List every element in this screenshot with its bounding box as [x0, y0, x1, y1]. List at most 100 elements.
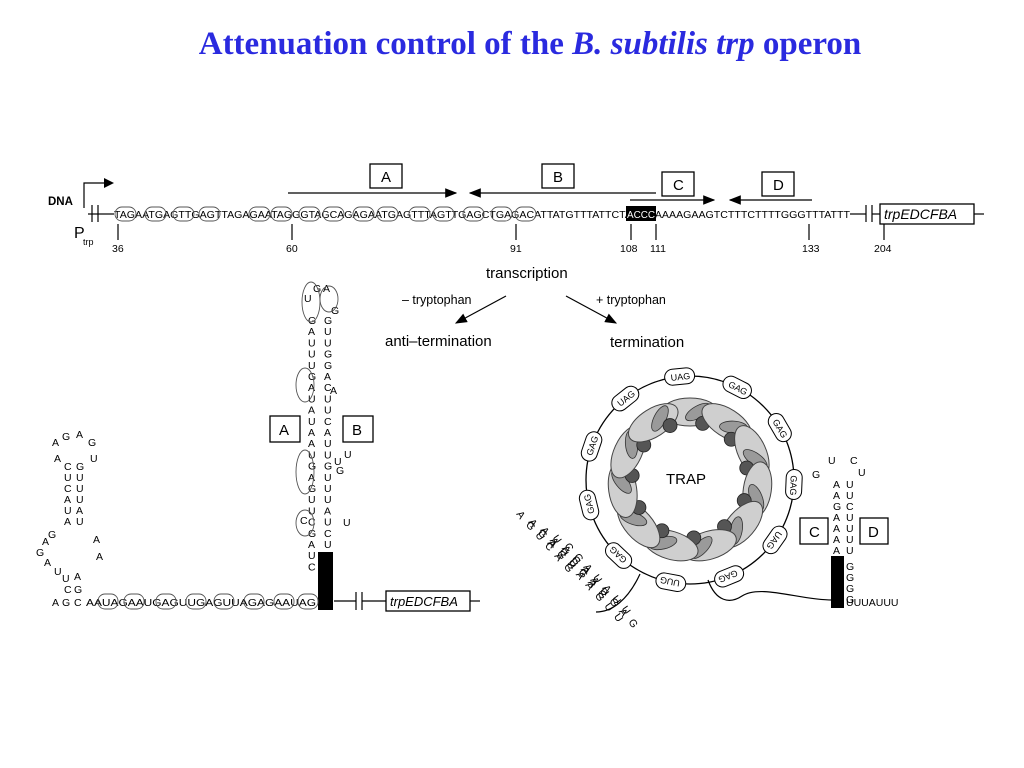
lh-stem-right: A [76, 505, 83, 517]
stem-nt-left: C [308, 517, 316, 529]
lh-nt: A [44, 557, 51, 569]
stem-nt-left: U [308, 449, 316, 461]
lh-nt: G [48, 529, 56, 541]
term-stem-right: U [846, 512, 854, 524]
region-box-a [369, 163, 403, 189]
term-stem-right: U [846, 534, 854, 546]
anti-repeat-pill [123, 593, 145, 610]
lh-nt: A [93, 534, 100, 546]
term-stem-left: A [833, 545, 840, 557]
stem-nt-left: G [308, 315, 316, 327]
pos-36: 36 [112, 243, 124, 255]
arrow-plus-trp [565, 295, 618, 324]
stem-nt-left: A [308, 405, 315, 417]
anti-repeat-pill [243, 593, 265, 610]
slide-title: Attenuation control of the B. subtilis t… [0, 26, 1024, 63]
loop-nt: G [331, 305, 339, 317]
trap-repeat-label: UUG [659, 575, 681, 589]
stem-nt-right: U [324, 405, 332, 417]
lh-stem-right: U [76, 483, 84, 495]
loose-nt: G [626, 617, 641, 631]
stem-pill [295, 367, 315, 403]
trap-repeat-label: UAG [670, 371, 690, 383]
dna-pills [114, 206, 537, 222]
trap-repeat-pill [714, 565, 745, 588]
anti-repeat-pill [297, 593, 319, 610]
promoter-label: P [74, 225, 85, 242]
lh-nt: G [62, 431, 70, 443]
loose-nt: A [514, 509, 528, 522]
pos-133: 133 [802, 243, 820, 255]
dna-strip: DNA P trp TAGAATGAGTTGAGTTAGAGAATAGGGTAG… [48, 178, 984, 255]
stem-nt-right: A [324, 427, 331, 439]
repeat-pill [322, 206, 345, 222]
bulge-nt: A [330, 385, 337, 397]
lh-nt: A [74, 571, 81, 583]
lh-stem-right: U [76, 494, 84, 506]
anti-pills [97, 593, 319, 610]
promoter-subscript: trp [83, 237, 94, 247]
stem-nt-right: A [324, 371, 331, 383]
stem-nt-right: G [324, 349, 332, 361]
stem-nt-left: U [308, 393, 316, 405]
repeat-pill [490, 206, 513, 222]
lh-stem-left: A [64, 516, 71, 528]
term-bottom-sequence: UUUAUUU [846, 597, 899, 609]
region-label-b: B [553, 169, 563, 186]
lh-nt: G [62, 597, 70, 609]
trap-repeat-pill [767, 413, 792, 443]
transcription-label: transcription [486, 265, 568, 282]
repeat-pill [248, 206, 271, 222]
term-stem-right: U [846, 545, 854, 557]
stem-nt-right: U [324, 449, 332, 461]
region-label-a: A [381, 169, 391, 186]
trap-label: TRAP [666, 471, 706, 488]
stem-nt-left: U [308, 360, 316, 372]
lh-nt: A [52, 437, 59, 449]
term-stem-right: U [846, 479, 854, 491]
trap-repeat-pill [605, 542, 633, 569]
promoter-arrow [83, 182, 108, 208]
title-italic-organism: B. subtilis trp [572, 26, 755, 62]
lh-nt: G [36, 547, 44, 559]
term-stem-left: A [833, 523, 840, 535]
anti-accc-block [318, 552, 333, 610]
stem-nt-right: U [324, 472, 332, 484]
term-stem-right: G [846, 594, 854, 606]
repeat-pill [408, 206, 431, 222]
dna-positions: 36 60 91 108 111 133 204 [112, 224, 892, 255]
term-stem-right: C [846, 501, 854, 513]
rna-tail-right [707, 579, 833, 601]
anti-repeat-pill [185, 593, 207, 610]
term-loop-nt: U [858, 467, 866, 479]
bulge-nt: U [344, 449, 352, 461]
anti-repeat-pill [97, 593, 119, 610]
term-stem-right: G [846, 583, 854, 595]
trap-repeat-pill [655, 572, 687, 593]
anti-repeat-pill [273, 593, 295, 610]
lh-stem-right: G [76, 461, 84, 473]
term-label-c: C [809, 524, 820, 541]
title-part-3: operon [754, 26, 862, 62]
term-stem-left: G [833, 501, 841, 513]
stem-nt-left: U [308, 349, 316, 361]
loop-nt: U [304, 293, 312, 305]
stem-nt-right: A [324, 505, 331, 517]
lh-nt: A [42, 536, 49, 548]
stem-nt-left: A [308, 427, 315, 439]
accc-highlight [626, 206, 656, 221]
stem-nt-left: G [308, 461, 316, 473]
lh-nt: U [90, 453, 98, 465]
repeat-pill [172, 206, 195, 222]
stem-nt-right: G [324, 360, 332, 372]
region-arrows: A B C D [288, 163, 812, 205]
lh-nt: A [52, 597, 59, 609]
lh-nt: A [76, 429, 83, 441]
lh-stem-right: U [76, 472, 84, 484]
term-stem-left: A [833, 479, 840, 491]
pos-91: 91 [510, 243, 522, 255]
lh-stem-left: C [64, 461, 72, 473]
